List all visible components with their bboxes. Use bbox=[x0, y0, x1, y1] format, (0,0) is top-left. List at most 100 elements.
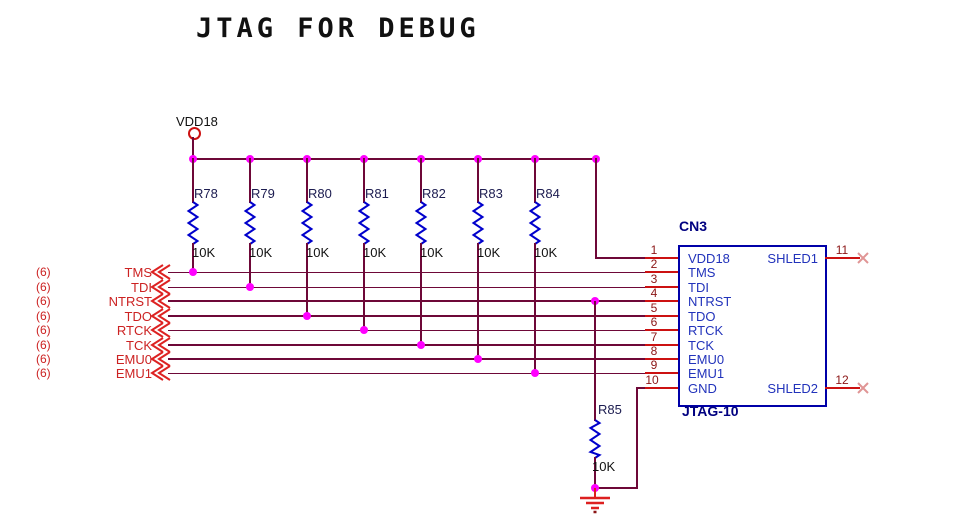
wire bbox=[168, 287, 645, 288]
pin-name: GND bbox=[688, 381, 717, 396]
bus-ripper-icon bbox=[150, 337, 171, 353]
junction-dot bbox=[189, 268, 197, 276]
resistor-value: 10K bbox=[592, 459, 616, 474]
no-connect-icon bbox=[857, 252, 869, 264]
pin-number: 12 bbox=[835, 373, 849, 387]
pin-stub bbox=[645, 271, 678, 273]
resistor-value: 10K bbox=[534, 245, 558, 260]
pin-number: 4 bbox=[650, 286, 658, 300]
resistor-ref: R84 bbox=[536, 186, 560, 201]
wire bbox=[306, 243, 308, 317]
pin-number: 8 bbox=[650, 344, 658, 358]
pin-number: 3 bbox=[650, 272, 658, 286]
bus-ref-label: (6) bbox=[36, 352, 51, 366]
connector-part-label: JTAG-10 bbox=[682, 403, 739, 419]
junction-dot bbox=[303, 312, 311, 320]
wire bbox=[595, 158, 597, 259]
pin-number: 2 bbox=[650, 257, 658, 271]
wire bbox=[534, 243, 536, 374]
net-label: TMS bbox=[124, 265, 152, 280]
bus-ref-label: (6) bbox=[36, 280, 51, 294]
pin-name: TDI bbox=[688, 280, 709, 295]
pin-number: 1 bbox=[650, 243, 658, 257]
connector-body bbox=[678, 245, 827, 407]
bus-ripper-icon bbox=[150, 322, 171, 338]
pin-number: 10 bbox=[645, 373, 659, 387]
bus-ripper-icon bbox=[150, 279, 171, 295]
pin-stub bbox=[645, 387, 678, 389]
wire bbox=[168, 358, 645, 360]
pin-stub bbox=[645, 300, 678, 302]
resistor-icon bbox=[357, 201, 371, 245]
wire bbox=[363, 158, 365, 203]
net-label: RTCK bbox=[116, 323, 152, 338]
resistor-icon bbox=[186, 201, 200, 245]
junction-dot bbox=[417, 341, 425, 349]
resistor-ref: R79 bbox=[251, 186, 275, 201]
resistor-value: 10K bbox=[249, 245, 273, 260]
bus-ref-label: (6) bbox=[36, 366, 51, 380]
resistor-ref: R78 bbox=[194, 186, 218, 201]
wire bbox=[534, 158, 536, 203]
resistor-icon bbox=[528, 201, 542, 245]
pin-stub bbox=[645, 315, 678, 317]
bus-ripper-icon bbox=[150, 308, 171, 324]
wire bbox=[168, 330, 645, 331]
pin-name: EMU0 bbox=[688, 352, 725, 367]
wire bbox=[306, 158, 308, 203]
pin-name: VDD18 bbox=[688, 251, 730, 266]
pin-number: 11 bbox=[835, 243, 849, 257]
bus-ref-label: (6) bbox=[36, 309, 51, 323]
resistor-ref: R80 bbox=[308, 186, 332, 201]
pin-name: NTRST bbox=[688, 294, 732, 309]
wire bbox=[168, 344, 645, 346]
net-label: TDO bbox=[124, 309, 152, 324]
wire bbox=[595, 487, 638, 489]
junction-dot bbox=[360, 326, 368, 334]
resistor-icon bbox=[300, 201, 314, 245]
pin-stub bbox=[645, 358, 678, 360]
pin-stub bbox=[645, 344, 678, 346]
pin-number: 7 bbox=[650, 330, 658, 344]
ground-icon bbox=[580, 488, 610, 514]
wire bbox=[420, 158, 422, 203]
resistor-value: 10K bbox=[420, 245, 444, 260]
pin-stub bbox=[645, 286, 678, 288]
power-symbol-icon bbox=[188, 127, 201, 140]
pin-stub bbox=[825, 257, 860, 259]
wire bbox=[168, 373, 645, 374]
wire bbox=[420, 243, 422, 346]
bus-ripper-icon bbox=[150, 351, 171, 367]
resistor-icon bbox=[588, 419, 602, 459]
no-connect-icon bbox=[857, 382, 869, 394]
wire bbox=[249, 243, 251, 288]
bus-ripper-icon bbox=[150, 264, 171, 280]
pin-name: TCK bbox=[688, 338, 714, 353]
resistor-ref: R83 bbox=[479, 186, 503, 201]
net-label: TDI bbox=[131, 280, 152, 295]
resistor-ref: R82 bbox=[422, 186, 446, 201]
wire bbox=[636, 387, 638, 489]
resistor-value: 10K bbox=[192, 245, 216, 260]
wire bbox=[477, 158, 479, 203]
pin-stub bbox=[825, 387, 860, 389]
resistor-value: 10K bbox=[363, 245, 387, 260]
pin-name: TMS bbox=[688, 265, 716, 280]
resistor-icon bbox=[243, 201, 257, 245]
bus-ref-label: (6) bbox=[36, 338, 51, 352]
net-label: NTRST bbox=[108, 294, 152, 309]
resistor-value: 10K bbox=[477, 245, 501, 260]
junction-dot bbox=[246, 283, 254, 291]
pin-name: EMU1 bbox=[688, 366, 725, 381]
net-label: EMU0 bbox=[115, 352, 152, 367]
pin-number: 5 bbox=[650, 301, 658, 315]
pin-name: TDO bbox=[688, 309, 716, 324]
wire bbox=[594, 457, 596, 488]
wire bbox=[594, 301, 596, 421]
pin-number: 6 bbox=[650, 315, 658, 329]
wire bbox=[168, 300, 645, 302]
pin-name: SHLED1 bbox=[767, 251, 818, 266]
resistor-icon bbox=[414, 201, 428, 245]
wire bbox=[168, 315, 645, 317]
